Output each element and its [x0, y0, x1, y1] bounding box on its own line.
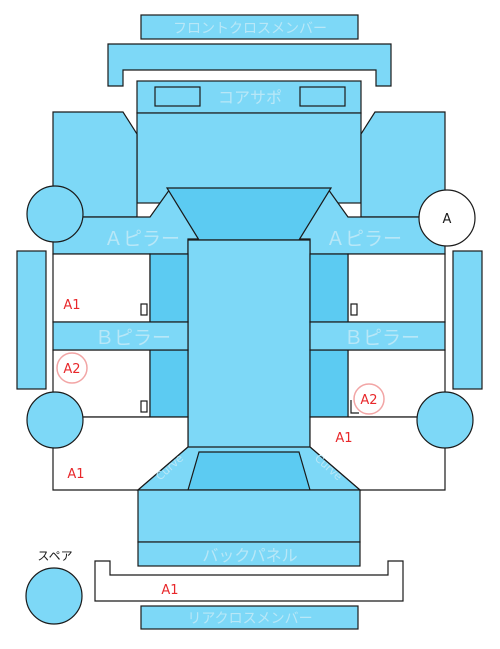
- rear-cross-member-bar: [140, 605, 359, 630]
- mark-a2-right: A2: [360, 393, 377, 408]
- mark-circle-a2-right: [353, 383, 385, 415]
- left-sill-rear: [149, 349, 189, 418]
- spare-tire: [25, 567, 83, 625]
- a-pillar-right-label: Ａピラー: [326, 228, 402, 250]
- mark-a1-left-upper: A1: [63, 298, 80, 313]
- latch-right-front: [350, 303, 358, 316]
- mark-a1-right: A1: [335, 431, 352, 446]
- b-pillar-right-shape: [309, 321, 446, 351]
- mark-circle-a2-left: [56, 352, 88, 384]
- latch-right-rear: [350, 400, 359, 414]
- trunk-inner: [187, 451, 311, 491]
- left-front-door-opening: [52, 253, 151, 323]
- core-support-label: コアサポ: [218, 88, 282, 107]
- wheel-front-left: [26, 185, 84, 243]
- right-sill-front: [309, 253, 349, 323]
- wheel-rear-right: [416, 391, 474, 449]
- right-side-sill-outer: [452, 250, 483, 390]
- rear-cross-member-bracket: [94, 560, 404, 602]
- mark-a2-left: A2: [63, 362, 80, 377]
- latch-left-front: [140, 303, 148, 316]
- core-support-slot-left: [154, 86, 201, 107]
- wheel-front-right-white: [418, 189, 476, 247]
- front-cross-member-bracket: [107, 43, 392, 87]
- left-side-sill-outer: [16, 250, 47, 390]
- b-pillar-left-shape: [52, 321, 189, 351]
- wheel-front-right-mark: A: [443, 212, 452, 227]
- wheel-rear-left: [26, 391, 84, 449]
- b-pillar-right-label: Ｂピラー: [344, 327, 420, 349]
- left-sill-front: [149, 253, 189, 323]
- mark-a1-left-lower: A1: [67, 467, 84, 482]
- b-pillar-left-label: Ｂピラー: [95, 327, 171, 349]
- mark-a1-rear: A1: [161, 583, 178, 598]
- a-pillar-left-label: Ａピラー: [104, 228, 180, 250]
- spare-label: スペア: [37, 549, 72, 563]
- back-panel-lower: [137, 541, 361, 567]
- core-support-slot-right: [299, 86, 346, 107]
- latch-left-rear: [140, 400, 148, 413]
- front-cross-member-bar: [140, 14, 359, 40]
- right-front-door-opening: [347, 253, 446, 323]
- rear-cross-member-label: リアクロスメンバー: [187, 611, 312, 627]
- roof-panel: [187, 239, 311, 453]
- right-sill-rear: [309, 349, 349, 418]
- back-panel-label: バックパネル: [202, 546, 297, 565]
- back-panel-shape: [137, 489, 361, 543]
- front-cross-member-label: フロントクロスメンバー: [173, 21, 327, 37]
